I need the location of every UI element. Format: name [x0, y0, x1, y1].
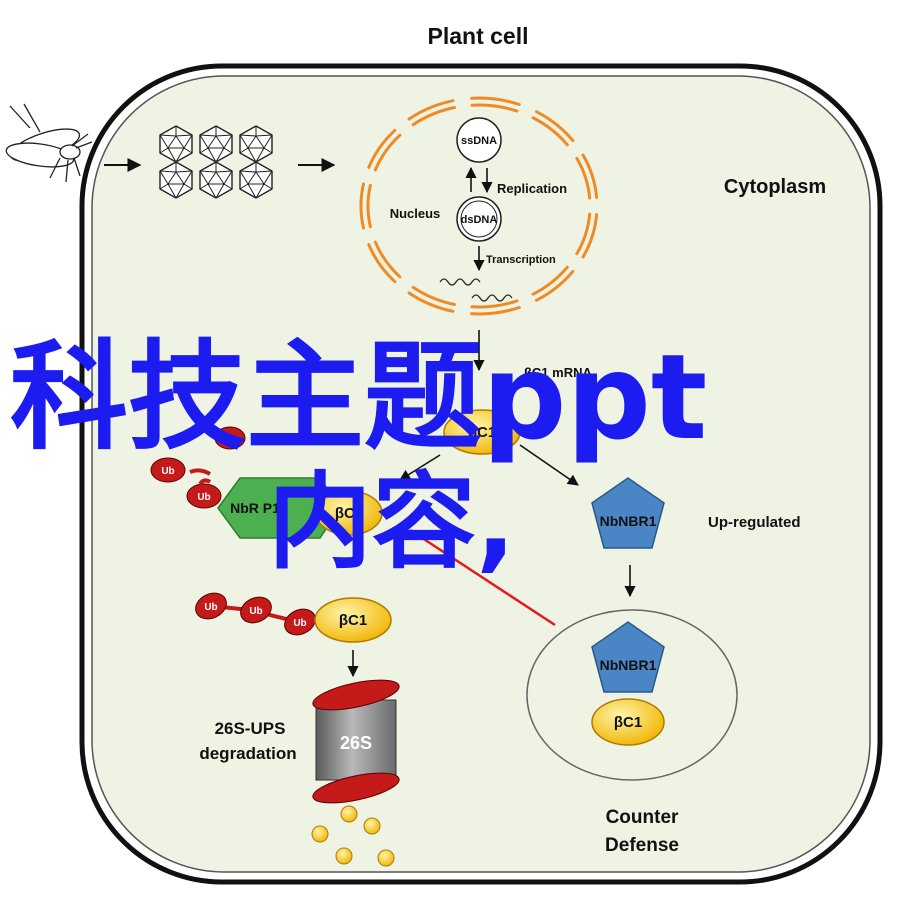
nucleus-label: Nucleus: [390, 206, 441, 221]
proteasome-label: 26S: [340, 733, 372, 753]
ub-tag: [240, 596, 272, 624]
nbnbr1-protein-lower: [591, 621, 665, 693]
nucleus-envelope: [359, 96, 599, 316]
nucleus-envelope-segment: [470, 103, 519, 113]
nucleus-envelope-segment: [534, 269, 575, 302]
bc1-protein-label: βC1: [468, 424, 496, 441]
bc1-protein: [443, 409, 521, 455]
nucleus-envelope-segment: [367, 243, 397, 284]
nucleus-envelope-segment: [373, 240, 402, 279]
bc1-bound-label: βC1: [335, 505, 363, 522]
degradation-line2: degradation: [199, 744, 296, 763]
ub-label: Ub: [204, 602, 217, 613]
nucleus-envelope-segment: [367, 128, 397, 169]
nbnbr1-label-lower: NbNBR1: [600, 657, 657, 673]
geminivirus-particle-icon: [159, 125, 273, 199]
ub-tag: [195, 592, 227, 620]
replication-label: Replication: [497, 181, 567, 196]
nucleus-envelope-segment: [411, 105, 456, 127]
proteasome-icon: [312, 679, 400, 804]
cytoplasm-label: Cytoplasm: [724, 176, 826, 198]
nucleus-envelope-segment: [575, 156, 592, 200]
ub-link: [189, 468, 212, 486]
nucleus-envelope-segment: [534, 110, 575, 143]
ub-label: Ub: [161, 466, 174, 477]
nucleus-envelope-segment: [407, 99, 455, 121]
mrna-label: βC1 mRNA: [524, 365, 593, 380]
ub-tag: [186, 483, 222, 509]
peptide-fragments: [311, 805, 395, 867]
nucleus-envelope-segment: [373, 133, 402, 172]
watermark-line2: 内容,: [268, 461, 516, 583]
counter-defense-line2: Defense: [605, 835, 679, 856]
watermark-line1: 科技主题ppt: [10, 328, 708, 466]
nucleus-envelope-segment: [411, 285, 456, 307]
inhibition-line: [409, 528, 556, 627]
arrow-bc1-to-nbrfp1: [399, 454, 441, 481]
bc1-captured-label: βC1: [614, 714, 642, 731]
nbnbr1-protein-upregulated: [591, 477, 665, 549]
bc1-ubiquitinated-label: βC1: [339, 612, 367, 629]
bc1-ubiquitinated-protein: [314, 597, 392, 643]
degradation-line1: 26S-UPS: [215, 719, 286, 738]
nucleus-envelope-segment: [366, 183, 372, 229]
ub-label: Ub: [293, 618, 306, 629]
nucleus-envelope-segment: [575, 212, 592, 256]
ssdna-label: ssDNA: [461, 135, 497, 147]
bc1-bound-protein: [315, 490, 383, 536]
nbnbr1-label-upper: NbNBR1: [600, 513, 657, 529]
nucleus-envelope-segment: [470, 299, 519, 309]
nucleus-envelope-segment: [531, 116, 569, 147]
nucleus-envelope-segment: [581, 213, 599, 259]
nucleus-envelope-segment: [531, 265, 569, 296]
whitefly-icon: [5, 103, 93, 183]
ssdna-circle: [456, 117, 502, 163]
bc1-captured-protein: [591, 698, 665, 746]
ub-label: Ub: [249, 606, 262, 617]
nucleus-envelope-segment: [470, 306, 521, 316]
transcription-label: Transcription: [486, 254, 556, 266]
nucleus-envelope-segment: [407, 291, 455, 313]
nucleus-envelope-segment: [470, 96, 521, 106]
ub-tag: [150, 457, 186, 483]
ub-tag: [284, 608, 316, 636]
mrna-squiggle: [439, 278, 481, 286]
dsdna-circle: [456, 196, 502, 242]
dsdna-label: dsDNA: [461, 214, 498, 226]
ub-label: Ub: [197, 492, 210, 503]
mrna-squiggle: [471, 294, 513, 302]
autophagosome-circle: [526, 609, 738, 781]
nbrfp1-label: NbR P1: [230, 500, 280, 516]
nucleus-envelope-segment: [581, 153, 599, 199]
page-title: Plant cell: [428, 23, 529, 49]
counter-defense-line1: Counter: [606, 807, 679, 828]
arrow-bc1-to-nbnbr1: [519, 444, 579, 486]
upregulated-label: Up-regulated: [708, 514, 801, 531]
ub-tag: [214, 426, 246, 450]
nucleus-envelope-segment: [359, 182, 365, 230]
